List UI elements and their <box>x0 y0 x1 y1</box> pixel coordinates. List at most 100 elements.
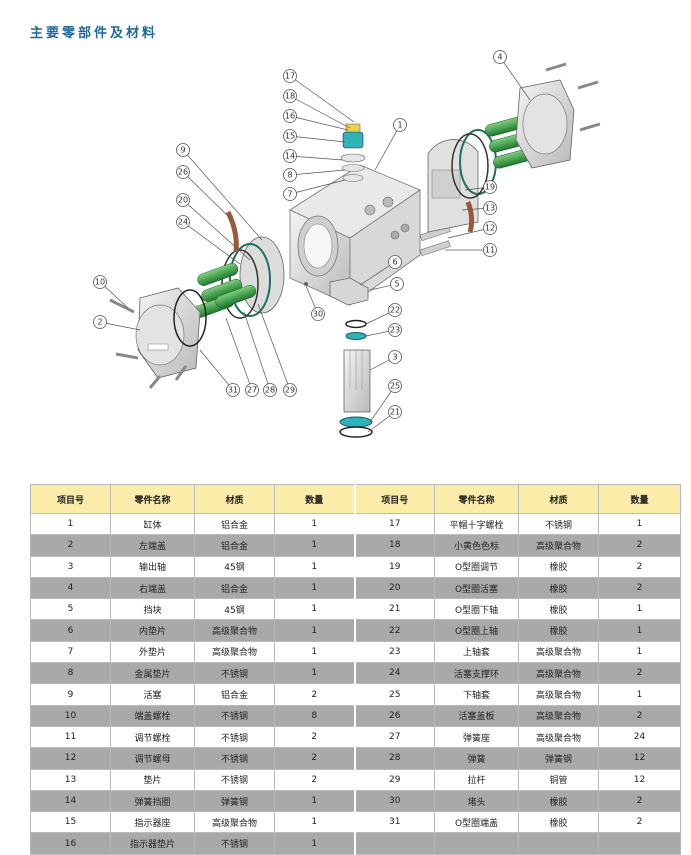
cell-material: 不锈钢 <box>194 832 275 855</box>
header-material-2: 材质 <box>518 484 599 514</box>
svg-text:18: 18 <box>285 92 295 101</box>
header-part-name-2: 零件名称 <box>434 484 519 514</box>
callout-leader-26 <box>182 171 233 221</box>
cell-quantity: 1 <box>274 640 355 664</box>
cell-material-2: 橡胶 <box>518 598 599 621</box>
cell-part-name-2: 弹簧 <box>434 747 519 770</box>
svg-text:19: 19 <box>485 183 495 192</box>
callout-leader-20 <box>182 199 251 261</box>
callout-leader-27 <box>225 317 253 391</box>
header-part-name: 零件名称 <box>110 484 195 514</box>
cell-quantity-2: 2 <box>598 555 681 578</box>
svg-text:25: 25 <box>390 382 400 391</box>
svg-text:17: 17 <box>285 72 295 81</box>
header-item-no: 项目号 <box>30 484 111 514</box>
cell-item-no-2: 30 <box>353 789 435 813</box>
callout-leader-1 <box>374 124 401 171</box>
cell-item-no: 8 <box>30 662 111 685</box>
svg-text:14: 14 <box>285 152 295 161</box>
cell-part-name: 输出轴 <box>110 555 195 578</box>
cell-material-2: 橡胶 <box>518 555 599 578</box>
callout-leader-16 <box>289 115 349 131</box>
svg-text:12: 12 <box>485 224 495 233</box>
cell-part-name-2: O型圈活塞 <box>434 576 519 600</box>
cell-material: 铝合金 <box>194 534 275 557</box>
cell-part-name-2: O型圈上轴 <box>434 619 519 642</box>
callout-18: 18 <box>283 89 297 103</box>
cell-part-name-2: O型圈下轴 <box>434 598 519 621</box>
cell-material-2 <box>518 832 599 855</box>
cell-part-name: 指示器座 <box>110 811 195 834</box>
callout-2: 2 <box>93 315 107 329</box>
callout-13: 13 <box>483 201 497 215</box>
svg-text:1: 1 <box>397 121 402 130</box>
cell-quantity: 1 <box>274 789 355 813</box>
callout-leader-17 <box>289 75 355 123</box>
cell-material-2: 橡胶 <box>518 576 599 600</box>
header-material: 材质 <box>194 484 275 514</box>
cell-item-no-2: 29 <box>353 768 435 791</box>
cell-part-name-2: 活塞盖板 <box>434 704 519 727</box>
cell-quantity: 1 <box>274 598 355 621</box>
cell-quantity-2: 2 <box>598 811 681 834</box>
cell-item-no-2: 27 <box>353 725 435 749</box>
cell-material: 不锈钢 <box>194 768 275 791</box>
cell-material-2: 高级聚合物 <box>518 725 599 749</box>
svg-text:3: 3 <box>392 353 397 362</box>
cell-quantity-2: 12 <box>598 768 681 791</box>
callout-28: 28 <box>263 383 277 397</box>
cell-part-name-2: 上轴套 <box>434 640 519 664</box>
cell-part-name: 指示器垫片 <box>110 832 195 855</box>
callout-6: 6 <box>388 255 402 269</box>
svg-text:6: 6 <box>392 258 397 267</box>
cell-material-2: 高级聚合物 <box>518 662 599 685</box>
callout-leader-14 <box>289 155 344 161</box>
cell-material: 45钢 <box>194 598 275 621</box>
svg-text:24: 24 <box>178 218 188 227</box>
svg-text:13: 13 <box>485 204 495 213</box>
cell-part-name-2: 拉杆 <box>434 768 519 791</box>
cell-part-name: 缸体 <box>110 512 195 536</box>
svg-text:27: 27 <box>247 386 257 395</box>
cell-material: 弹簧钢 <box>194 789 275 813</box>
svg-text:2: 2 <box>97 318 102 327</box>
cell-part-name: 调节螺母 <box>110 747 195 770</box>
indicator-assembly <box>340 123 366 182</box>
callout-10: 10 <box>93 275 107 289</box>
cell-item-no-2: 17 <box>353 512 435 536</box>
callout-15: 15 <box>283 129 297 143</box>
cell-item-no: 2 <box>30 534 111 557</box>
callout-17: 17 <box>283 69 297 83</box>
svg-text:7: 7 <box>287 190 292 199</box>
output-shaft <box>304 277 373 438</box>
cell-quantity-2: 1 <box>598 598 681 621</box>
callout-7: 7 <box>283 187 297 201</box>
cylinder-body <box>289 164 421 306</box>
cell-part-name-2: 下轴套 <box>434 683 519 706</box>
cell-material: 不锈钢 <box>194 704 275 727</box>
cell-quantity-2: 1 <box>598 683 681 706</box>
callout-22: 22 <box>388 303 402 317</box>
cell-part-name-2 <box>434 832 519 855</box>
cell-item-no: 15 <box>30 811 111 834</box>
cell-item-no: 12 <box>30 747 111 770</box>
callout-1: 1 <box>393 118 407 132</box>
callout-leader-12 <box>447 227 491 239</box>
cell-item-no-2: 28 <box>353 747 435 770</box>
cell-quantity: 2 <box>274 768 355 791</box>
callout-12: 12 <box>483 221 497 235</box>
cell-item-no: 16 <box>30 832 111 855</box>
cell-material-2: 橡胶 <box>518 619 599 642</box>
header-item-no-2: 项目号 <box>353 484 435 514</box>
cell-item-no-2: 26 <box>353 704 435 727</box>
cell-quantity-2 <box>598 832 681 855</box>
cell-item-no: 5 <box>30 598 111 621</box>
cell-quantity: 1 <box>274 555 355 578</box>
callout-leader-18 <box>289 95 351 129</box>
